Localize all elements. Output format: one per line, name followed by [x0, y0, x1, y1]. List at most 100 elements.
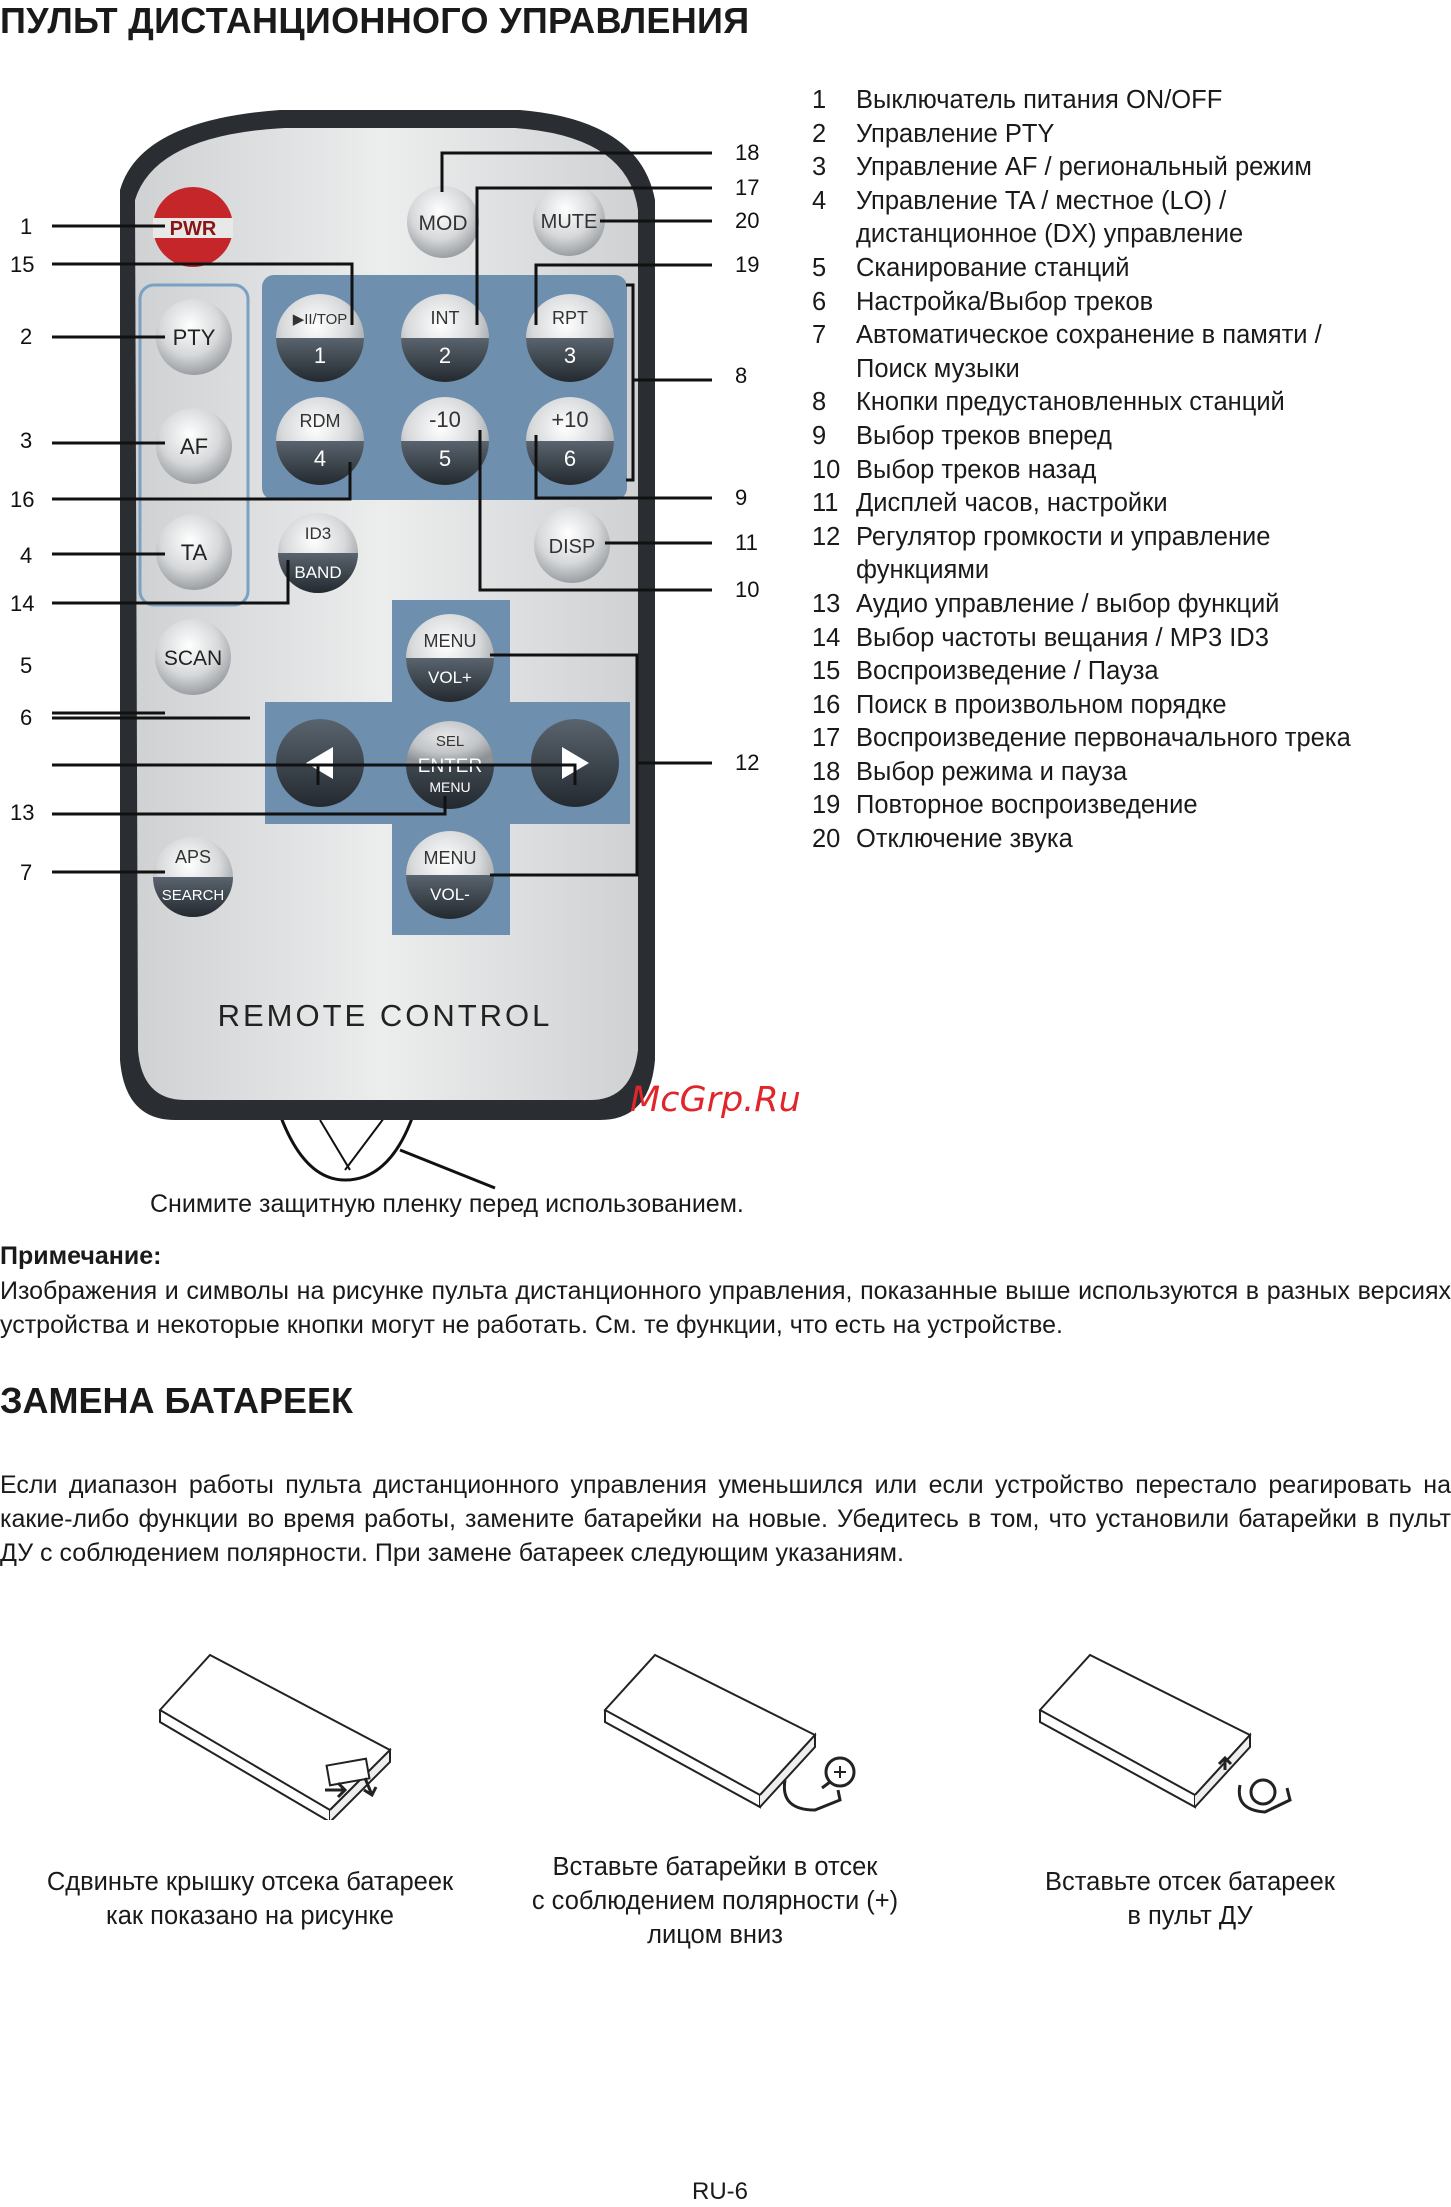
- mod-label: MOD: [419, 212, 468, 235]
- play-top-label: ▶II/TOP: [293, 311, 348, 328]
- callout-20: 20: [735, 208, 759, 233]
- callout-10: 10: [735, 577, 759, 602]
- callout-6: 6: [20, 705, 32, 730]
- callout-2: 2: [20, 324, 32, 349]
- callout-9: 9: [735, 485, 747, 510]
- remote-label: REMOTE CONTROL: [218, 998, 553, 1033]
- ta-button: [156, 514, 232, 590]
- preset-2-label: 2: [439, 343, 451, 368]
- preset-1-label: 1: [314, 343, 326, 368]
- ta-label: TA: [181, 540, 208, 565]
- film-caption: Снимите защитную пленку перед использова…: [150, 1190, 744, 1218]
- search-label: SEARCH: [162, 887, 225, 904]
- callout-8: 8: [735, 363, 747, 388]
- note-title: Примечание:: [0, 1242, 162, 1270]
- battery-text: Если диапазон работы пульта дистанционно…: [0, 1471, 1451, 1567]
- page-title: ПУЛЬТ ДИСТАНЦИОННОГО УПРАВЛЕНИЯ: [0, 0, 750, 41]
- minus10-label: -10: [429, 407, 461, 432]
- legend-item-cont: функциями: [856, 556, 990, 585]
- callout-5: 5: [20, 653, 32, 678]
- vol-up-label: VOL+: [428, 668, 472, 687]
- preset-5-label: 5: [439, 446, 451, 471]
- callout-1: 1: [20, 214, 32, 239]
- callout-3: 3: [20, 428, 32, 453]
- pty-label: PTY: [173, 325, 216, 350]
- preset-6-label: 6: [564, 446, 576, 471]
- rdm-label: RDM: [300, 411, 341, 431]
- rpt-label: RPT: [552, 308, 588, 328]
- vol-down-label: VOL-: [430, 885, 470, 904]
- menu-up-label: MENU: [424, 631, 477, 651]
- menu-down-label: MENU: [424, 848, 477, 868]
- id3-label: ID3: [305, 524, 331, 543]
- callout-16: 16: [10, 487, 34, 512]
- battery-step-1-illustration: [158, 1653, 392, 1820]
- callout-19: 19: [735, 252, 759, 277]
- legend-item-cont: дистанционное (DX) управление: [856, 220, 1244, 249]
- remote-body: [135, 128, 638, 1100]
- left-group-frame: [138, 283, 250, 607]
- callout-4: 4: [20, 543, 32, 568]
- battery-step-2-illustration: [603, 1653, 856, 1812]
- scan-label: SCAN: [164, 647, 222, 670]
- callout-lines: [52, 151, 712, 877]
- band-label: BAND: [294, 563, 341, 582]
- preset-3-label: 3: [564, 343, 576, 368]
- preset-buttons: ▶II/TOP 1 INT 2 RPT 3 RDM 4 -10 5 +10 6: [276, 294, 614, 485]
- af-label: AF: [180, 434, 208, 459]
- pty-button: [156, 299, 232, 375]
- battery-section-title: ЗАМЕНА БАТАРЕЕК: [0, 1380, 353, 1421]
- callout-14: 14: [10, 591, 34, 616]
- scan-button: [155, 619, 231, 695]
- note-text: Изображения и символы на рисунке пульта …: [0, 1277, 1451, 1339]
- disp-button: [534, 507, 610, 583]
- menu-mid-label: MENU: [429, 779, 470, 795]
- callout-12: 12: [735, 750, 759, 775]
- callout-17: 17: [735, 175, 759, 200]
- battery-step-2-caption: Вставьте батарейки в отсек с соблюдением…: [531, 1853, 899, 1949]
- plus10-label: +10: [551, 407, 588, 432]
- preset-4-label: 4: [314, 446, 326, 471]
- battery-step-1-caption: Сдвиньте крышку отсека батареек как пока…: [46, 1868, 454, 1930]
- callout-7: 7: [20, 860, 32, 885]
- mod-button: [407, 186, 479, 258]
- pwr-label: PWR: [170, 218, 217, 240]
- callout-15: 15: [10, 252, 34, 277]
- battery-step-3-illustration: [1038, 1653, 1292, 1814]
- disp-label: DISP: [549, 536, 596, 558]
- callout-11: 11: [735, 530, 758, 555]
- page-number: RU-6: [692, 2178, 749, 2205]
- remote-control-illustration: PWR MOD MUTE PTY AF TA ▶II/TOP 1 INT 2 R…: [10, 110, 759, 1190]
- mute-label: MUTE: [541, 211, 598, 233]
- callout-18: 18: [735, 140, 759, 165]
- legend-item-cont: Поиск музыки: [856, 354, 1020, 383]
- battery-step-3-caption: Вставьте отсек батареек в пульт ДУ: [1045, 1868, 1335, 1930]
- callout-13: 13: [10, 800, 34, 825]
- af-button: [156, 408, 232, 484]
- watermark: McGrp.Ru: [630, 1080, 801, 1120]
- aps-label: APS: [175, 847, 211, 867]
- int-label: INT: [431, 308, 460, 328]
- mute-button: [533, 184, 605, 256]
